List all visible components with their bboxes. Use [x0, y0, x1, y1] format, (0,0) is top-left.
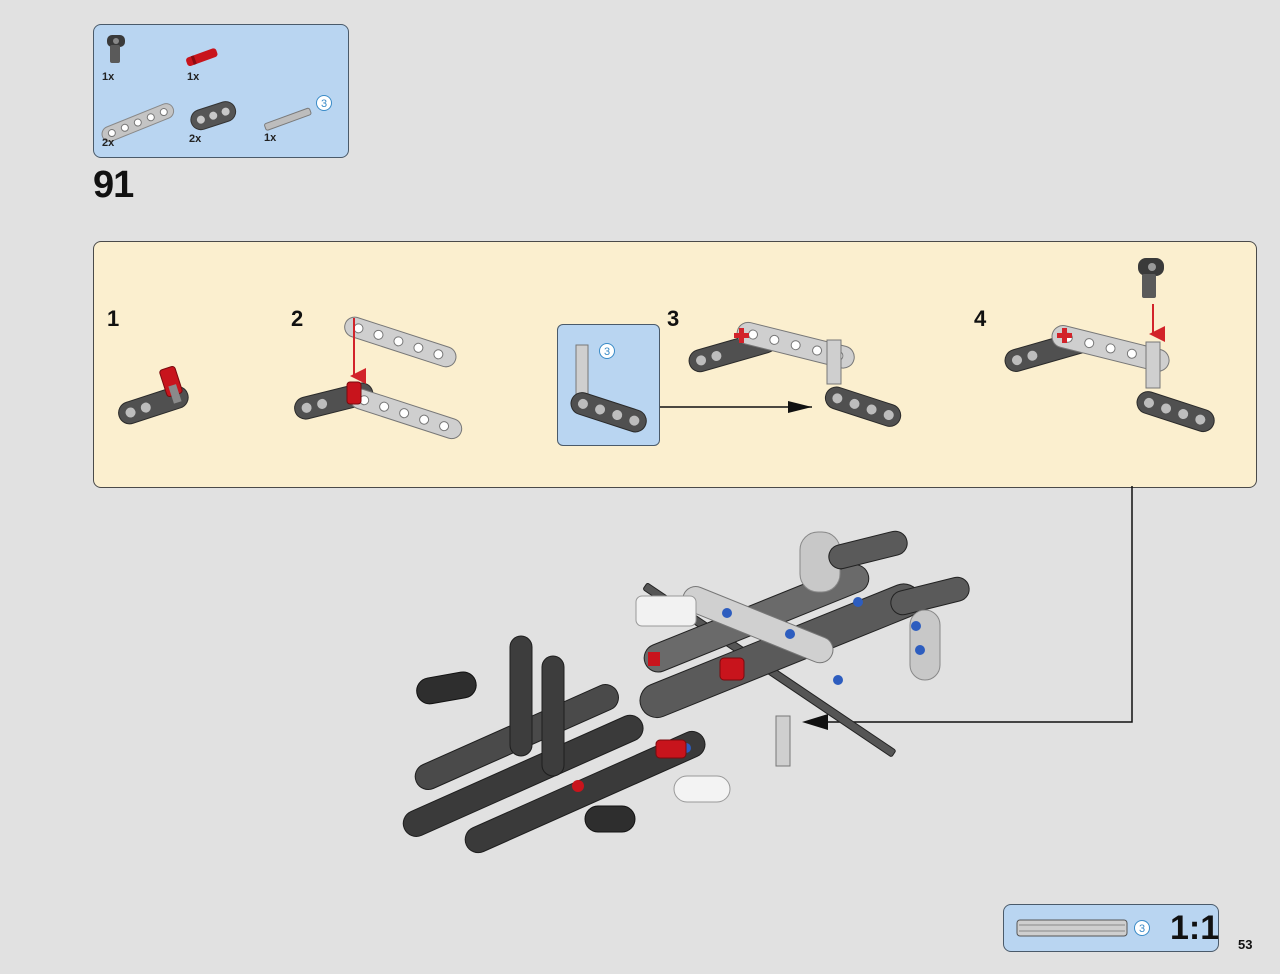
qty-dark-gray-thick-beam: 2x [189, 133, 202, 145]
qty-light-gray-beam: 2x [102, 137, 115, 149]
substep-1-assembly [118, 366, 189, 425]
substep-panel: 1 2 3 4 [93, 241, 1257, 488]
black-axle-connector-icon [107, 35, 125, 63]
substep-2-number: 2 [291, 306, 304, 331]
parts-list-box: 1x 1x 2x 2x 1x 3 [93, 24, 349, 158]
axle-3-icon [264, 107, 312, 131]
falling-black-connector-icon [1138, 258, 1164, 298]
assembly-arrowhead [802, 714, 828, 730]
light-gray-beam-icon [101, 103, 175, 142]
callout-box: 3 [557, 324, 660, 446]
dark-gray-thick-beam-icon [190, 101, 237, 131]
substep-4-number: 4 [974, 306, 987, 331]
qty-black-axle-connector: 1x [102, 71, 115, 83]
assembly-connector-line [808, 486, 1133, 723]
scale-reference-box: 3 1:1 [1003, 904, 1219, 952]
qty-axle-3: 1x [264, 132, 277, 144]
substep-2-assembly [294, 316, 463, 440]
step-number: 91 [93, 164, 134, 206]
callout-arrowhead [788, 401, 812, 413]
substep-3-number: 3 [667, 306, 680, 331]
substep-1-number: 1 [107, 306, 120, 331]
substep-illustrations [118, 258, 1215, 440]
red-axle-pin-icon [186, 48, 218, 67]
qty-red-axle-pin: 1x [187, 71, 200, 83]
substep-4-assembly [1004, 258, 1215, 433]
scale-ratio-label: 1:1 [1170, 909, 1220, 947]
callout-length-badge: 3 [599, 343, 615, 359]
main-assembly-illustration [402, 486, 1133, 854]
page-number: 53 [1238, 937, 1253, 952]
axle-scale-icon [1016, 919, 1128, 937]
axle-length-badge: 3 [316, 95, 332, 111]
substep-3-assembly [688, 321, 902, 427]
scale-length-badge: 3 [1134, 920, 1150, 936]
callout-illustration [570, 344, 647, 433]
parts-illustrations [101, 35, 312, 142]
